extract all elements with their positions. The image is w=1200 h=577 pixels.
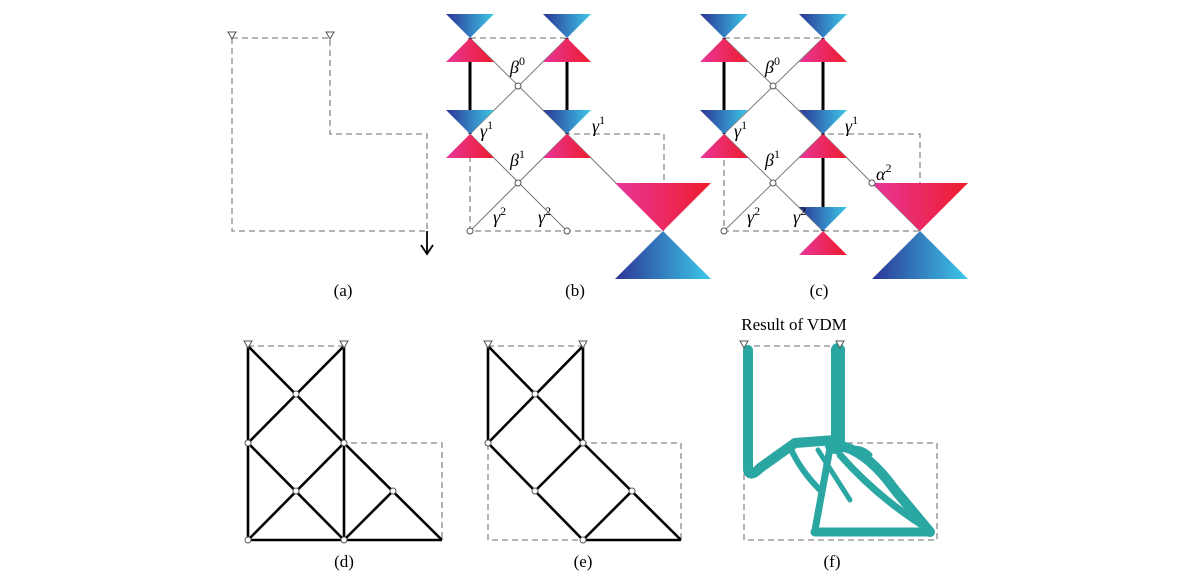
label-gamma2-left: γ2: [747, 204, 760, 227]
node: [292, 390, 300, 398]
wedge-blue-large: [615, 231, 711, 279]
node: [292, 487, 300, 495]
node: [531, 390, 539, 398]
wedge-blue: [700, 110, 748, 134]
node: [563, 227, 571, 235]
label-beta1: β1: [764, 147, 780, 170]
wedge-red-large: [615, 183, 711, 231]
node: [466, 227, 474, 235]
node: [531, 487, 539, 495]
caption-d: (d): [334, 552, 354, 571]
node: [514, 82, 522, 90]
wedge-blue: [543, 14, 591, 38]
design-domain-outline: [231, 37, 428, 232]
panel-b: β0 β1 γ1 γ1 γ2 γ2 (b): [446, 14, 711, 300]
vdm-title: Result of VDM: [741, 315, 846, 334]
label-gamma1-right: γ1: [845, 113, 858, 136]
wedge-blue-large: [872, 231, 968, 279]
node: [769, 82, 777, 90]
label-beta0: β0: [764, 54, 780, 77]
support-right-icon: [578, 340, 588, 350]
wedge-blue: [543, 110, 591, 134]
node: [340, 439, 348, 447]
wedge-red: [700, 38, 748, 62]
support-left-icon: [483, 340, 493, 350]
node: [484, 439, 492, 447]
wedge-red: [543, 38, 591, 62]
panel-a: (a): [227, 31, 434, 300]
wedge-red: [799, 38, 847, 62]
wedge-red: [700, 134, 748, 158]
node: [579, 536, 587, 544]
wedge-red-large: [872, 183, 968, 231]
label-beta1: β1: [509, 147, 525, 170]
wedge-blue: [799, 207, 847, 231]
support-left-icon: [243, 340, 253, 350]
node: [769, 179, 777, 187]
support-right-icon: [339, 340, 349, 350]
wedge-red: [799, 134, 847, 158]
label-gamma1-right: γ1: [592, 113, 605, 136]
vdm-topology-result: [743, 343, 935, 537]
label-gamma2-left: γ2: [493, 204, 506, 227]
wedge-blue: [700, 14, 748, 38]
label-gamma1-left: γ1: [734, 118, 747, 141]
wedge-red: [543, 134, 591, 158]
label-gamma2-right: γ2: [793, 204, 806, 227]
wedge-blue: [446, 110, 494, 134]
wedge-red: [446, 134, 494, 158]
panel-d: (d): [243, 340, 443, 571]
node: [340, 536, 348, 544]
wedge-blue: [799, 14, 847, 38]
wedge-red: [799, 231, 847, 255]
panel-f: Result of VDM (f): [739, 315, 938, 571]
wedge-red: [446, 38, 494, 62]
support-right-icon: [325, 31, 335, 41]
node: [720, 227, 728, 235]
panel-c: β0 β1 γ1 γ1 γ2 γ2 α2 (c): [700, 14, 968, 300]
node: [244, 536, 252, 544]
caption-a: (a): [334, 281, 353, 300]
caption-e: (e): [574, 552, 593, 571]
node: [389, 487, 397, 495]
load-arrow-icon: [420, 231, 434, 256]
node: [628, 487, 636, 495]
node: [868, 179, 876, 187]
label-gamma2-right: γ2: [538, 204, 551, 227]
support-left-icon: [227, 31, 237, 41]
label-beta0: β0: [509, 54, 525, 77]
wedge-blue: [446, 14, 494, 38]
node: [514, 179, 522, 187]
caption-b: (b): [565, 281, 585, 300]
support-left-icon: [739, 340, 749, 350]
support-right-icon: [835, 340, 845, 350]
caption-c: (c): [810, 281, 829, 300]
node: [579, 439, 587, 447]
node: [244, 439, 252, 447]
panel-e: (e): [483, 340, 682, 571]
label-gamma1-left: γ1: [480, 118, 493, 141]
wedge-blue: [799, 110, 847, 134]
label-alpha2: α2: [876, 161, 891, 184]
caption-f: (f): [824, 552, 841, 571]
